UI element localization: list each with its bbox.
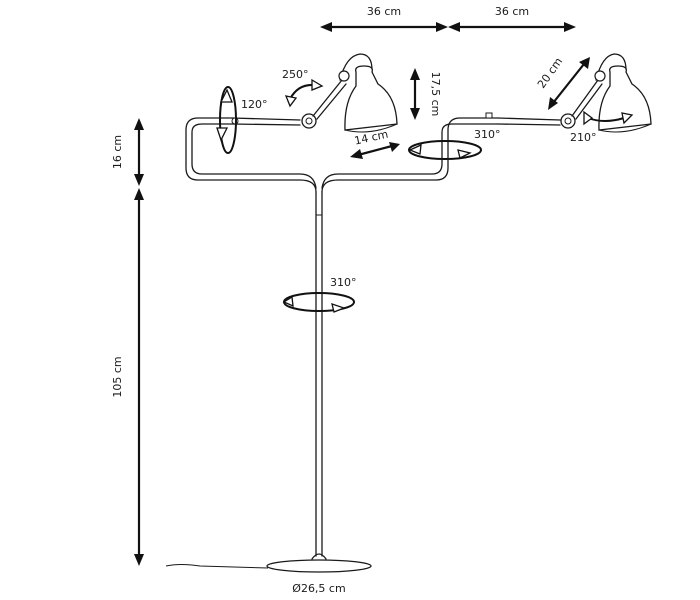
power-cable bbox=[165, 564, 269, 569]
right-knuckle-inner bbox=[564, 117, 572, 125]
right-arm-pipe bbox=[321, 117, 499, 193]
label-shade-height: 17,5 cm bbox=[429, 72, 442, 117]
label-rotation-stem: 310° bbox=[330, 276, 357, 289]
dimension-arrows bbox=[134, 22, 590, 566]
label-right-extension: 20 cm bbox=[535, 55, 565, 91]
label-arm-left-width: 36 cm bbox=[367, 5, 401, 18]
dim-arrow-left-extension bbox=[357, 144, 393, 157]
right-horizontal-arm bbox=[497, 117, 561, 126]
rotation-arrowhead bbox=[219, 88, 233, 103]
rotation-arrowhead bbox=[311, 78, 324, 91]
lamp-stem bbox=[315, 191, 323, 557]
label-rotation-right-joint: 310° bbox=[474, 128, 501, 141]
left-shade-rim bbox=[344, 123, 398, 133]
rotation-arrowhead bbox=[216, 127, 229, 142]
left-shade-pivot bbox=[338, 70, 350, 82]
base-collar bbox=[311, 553, 327, 560]
dim-arrow-right-extension bbox=[552, 63, 585, 104]
rotation-left-arm-tilt bbox=[219, 86, 237, 154]
label-stand-height: 105 cm bbox=[111, 356, 124, 397]
label-rotation-right-shade: 210° bbox=[570, 131, 597, 144]
left-diagonal-arm bbox=[312, 79, 347, 120]
label-left-extension: 14 cm bbox=[353, 128, 389, 148]
label-base-diameter: Ø26,5 cm bbox=[292, 582, 345, 595]
rotation-arrowhead bbox=[282, 295, 294, 308]
right-shade-holder bbox=[595, 53, 627, 81]
right-shade-pivot bbox=[594, 70, 606, 82]
left-arm-pipe bbox=[185, 117, 317, 193]
rotation-arrowhead bbox=[583, 110, 594, 126]
right-lamp-shade bbox=[598, 65, 652, 131]
left-knuckle-joint bbox=[301, 113, 317, 129]
lamp-base bbox=[266, 559, 372, 573]
rotation-indicators bbox=[216, 78, 634, 313]
right-knuckle-joint bbox=[560, 113, 576, 129]
left-arm-pipe-inner bbox=[191, 123, 317, 189]
label-rotation-left-knuckle: 250° bbox=[282, 68, 309, 81]
rotation-arrowhead bbox=[331, 303, 346, 313]
right-arm-pipe-inner bbox=[321, 123, 499, 189]
right-shade-rim bbox=[598, 123, 652, 133]
left-knuckle-inner bbox=[305, 117, 313, 125]
rotation-arrowhead bbox=[457, 149, 472, 159]
right-diagonal-arm bbox=[571, 79, 603, 120]
rotation-arrowhead bbox=[408, 143, 422, 155]
label-upper-height: 16 cm bbox=[111, 135, 124, 169]
right-arm-clip bbox=[485, 112, 493, 119]
left-horizontal-arm bbox=[231, 117, 301, 126]
rotation-arrowhead bbox=[621, 112, 634, 125]
label-rotation-left-arm-tilt: 120° bbox=[241, 98, 268, 111]
left-lamp-shade bbox=[344, 65, 398, 131]
label-arm-right-width: 36 cm bbox=[495, 5, 529, 18]
lamp-structure bbox=[165, 53, 652, 573]
left-shade-holder bbox=[339, 53, 373, 81]
rotation-arrowhead bbox=[284, 95, 298, 108]
